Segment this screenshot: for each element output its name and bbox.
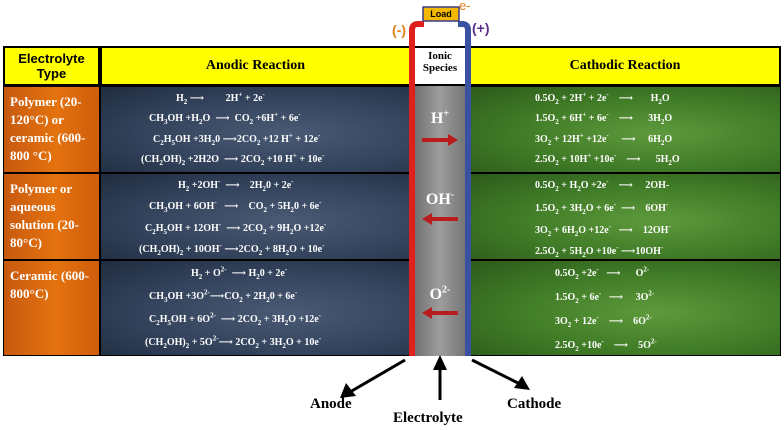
cathode-wire [458, 21, 471, 356]
anodic-reaction: H2 +2OH- ⟶ 2H20 + 2e- [178, 177, 294, 193]
cathodic-reaction: 2.5O2 + 5H2O +10e- ⟶10OH- [535, 243, 664, 259]
cathode-electrode [465, 86, 471, 356]
cathodic-reaction: 2.5O2 + 10H+ +10e- ⟶ 5H2O [535, 151, 680, 167]
cathodic-reaction: 3O2 + 12H+ +12e- ⟶ 6H2O [535, 131, 673, 147]
cathodic-reaction: 1.5O2 + 6H+ + 6e- ⟶ 3H2O [535, 110, 673, 126]
anode-label: Anode [310, 396, 352, 412]
anodic-reaction: CH3OH +3O2-⟶CO2 + 2H20 + 6e- [149, 288, 298, 304]
arrow-right-icon [422, 134, 458, 146]
arrow-anode-icon [340, 383, 356, 398]
anodic-reaction: CH3OH + 6OH- ⟶ CO2 + 5H20 + 6e- [149, 198, 322, 214]
cathodic-reaction: 1.5O2 + 3H2O + 6e- ⟶ 6OH- [535, 200, 669, 216]
anodic-reaction: (CH2OH)2 +2H2O ⟶ 2CO2 +10 H+ + 10e- [141, 151, 325, 167]
cathodic-reaction: 0.5O2 +2e- ⟶ O2- [555, 265, 650, 281]
cathodic-reaction: 2.5O2 +10e- ⟶ 5O2- [555, 337, 657, 353]
ion-o-2-minus: O2- [429, 284, 451, 303]
anode-electrode [409, 86, 415, 356]
electrolyte-label: Electrolyte [393, 410, 463, 426]
cathodic-reaction: 3O2 + 6H2O +12e- ⟶ 12OH- [535, 222, 671, 238]
plus-terminal-label: (+) [472, 20, 490, 36]
load-box [422, 6, 460, 22]
cathodic-reactions-row-2: 0.5O2 + H2O +2e- ⟶ 2OH- 1.5O2 + 3H2O + 6… [469, 173, 781, 260]
header-ionic-species: Ionic Species [411, 46, 469, 86]
cathodic-reaction: 1.5O2 + 6e- ⟶ 3O2- [555, 289, 655, 305]
anodic-reaction: C2H5OH + 12OH- ⟶ 2CO2 + 9H2O +12e- [145, 220, 327, 236]
anodic-reaction: C2H5OH +3H20 ⟶2CO2 +12 H+ + 12e- [153, 131, 321, 147]
anodic-reaction: CH3OH +H2O ⟶ CO2 +6H+ + 6e- [149, 110, 301, 126]
cathodic-reaction: 0.5O2 + 2H+ + 2e- ⟶ H2O [535, 90, 670, 106]
ion-oh-minus: OH- [425, 189, 455, 208]
anodic-reaction: C2H5OH + 6O2- ⟶ 2CO2 + 3H2O +12e- [149, 311, 321, 327]
cathodic-reaction: 3O2 + 12e- ⟶ 6O2- [555, 313, 652, 329]
anode-wire [409, 21, 424, 356]
anodic-reactions-row-3: H2 + O2- ⟶ H20 + 2e- CH3OH +3O2-⟶CO2 + 2… [100, 260, 411, 356]
electrolyte-type-row-2: Polymer or aqueous solution (20-80°C) [3, 173, 100, 260]
cathodic-reaction: 0.5O2 + H2O +2e- ⟶ 2OH- [535, 177, 670, 193]
anodic-reactions-row-1: H2 ⟶ 2H+ + 2e- CH3OH +H2O ⟶ CO2 +6H+ + 6… [100, 86, 411, 173]
cathode-label: Cathode [507, 396, 562, 412]
minus-terminal-label: (-) [392, 22, 406, 38]
cathodic-reactions-row-1: 0.5O2 + 2H+ + 2e- ⟶ H2O 1.5O2 + 6H+ + 6e… [469, 86, 781, 173]
load-label: Load [430, 9, 452, 19]
electron-label: e- [459, 0, 471, 13]
header-cathodic-reaction: Cathodic Reaction [469, 46, 781, 86]
ionic-species-row-1: H+ [411, 86, 469, 173]
anodic-reactions-row-2: H2 +2OH- ⟶ 2H20 + 2e- CH3OH + 6OH- ⟶ CO2… [100, 173, 411, 260]
electrolyte-type-row-1: Polymer (20-120°C) or ceramic (600-800 °… [3, 86, 100, 173]
arrow-left-icon [422, 307, 458, 319]
arrow-electrolyte-icon [433, 355, 447, 370]
anodic-reaction: H2 + O2- ⟶ H20 + 2e- [191, 265, 288, 281]
anodic-reaction: H2 ⟶ 2H+ + 2e- [176, 90, 265, 106]
header-electrolyte-type: Electrolyte Type [3, 46, 100, 86]
electrolyte-type-row-3: Ceramic (600-800°C) [3, 260, 100, 356]
ionic-species-row-2: OH- [411, 173, 469, 260]
anodic-reaction: (CH2OH)2 + 5O2-⟶ 2CO2 + 3H2O + 10e- [145, 334, 322, 350]
arrow-left-icon [422, 213, 458, 225]
cathodic-reactions-row-3: 0.5O2 +2e- ⟶ O2- 1.5O2 + 6e- ⟶ 3O2- 3O2 … [469, 260, 781, 356]
arrow-cathode-icon [514, 376, 530, 390]
ion-h-plus: H+ [430, 108, 450, 127]
anodic-reaction: (CH2OH)2 + 10OH- ⟶2CO2 + 8H2O + 10e- [139, 241, 325, 257]
ionic-species-row-3: O2- [411, 260, 469, 356]
